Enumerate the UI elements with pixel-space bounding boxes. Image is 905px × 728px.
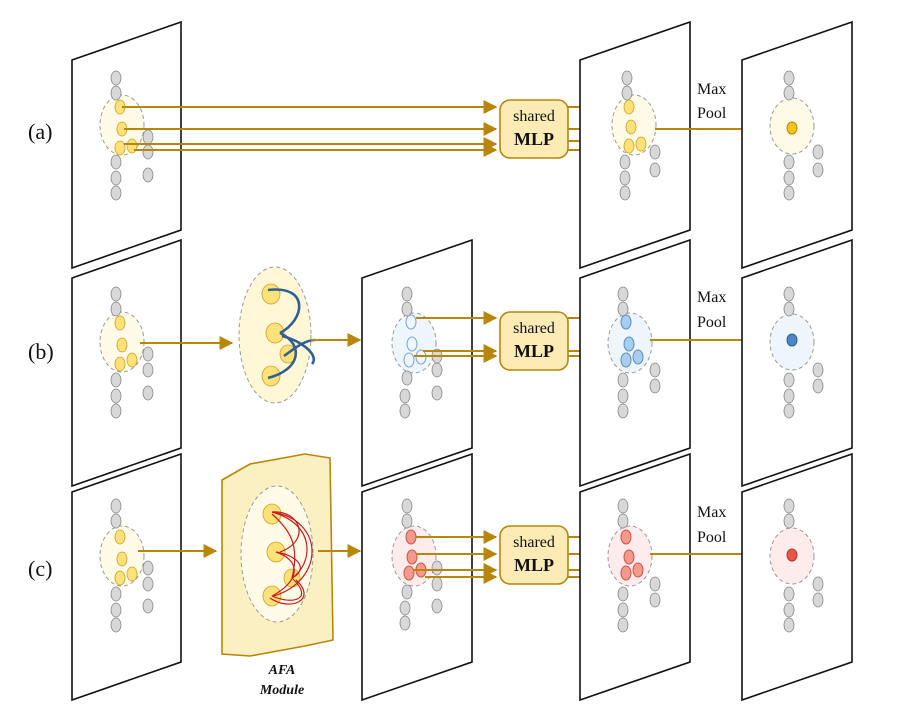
afa-label-line1: AFA — [268, 663, 296, 678]
max-pool-label-line2-c: Pool — [697, 529, 727, 546]
neighbor-panel-c — [361, 452, 473, 702]
mlp-label-line2: MLP — [514, 129, 554, 149]
mlp-box-a: shared MLP — [499, 99, 569, 159]
feature-panel-c — [579, 452, 691, 702]
mlp-label-line1: shared — [513, 108, 555, 125]
input-panel-b — [71, 238, 182, 488]
arrows-to-mlp-c — [413, 530, 498, 584]
output-panel-a — [741, 20, 853, 270]
row-b: shared MLP — [71, 238, 853, 488]
row-label-c: (c) — [28, 556, 52, 581]
afa-label-line2: Module — [259, 683, 304, 698]
feature-panel-b — [579, 238, 691, 488]
feature-panel-a — [579, 20, 691, 270]
mlp-label-line1: shared — [513, 320, 555, 337]
arrows-to-mlp-a — [122, 100, 498, 157]
arrows-to-mlp-b — [414, 311, 498, 363]
max-pool-label-line1-b: Max — [697, 289, 726, 306]
max-pool-label-line2-a: Pool — [697, 105, 727, 122]
mlp-label-line2: MLP — [514, 555, 554, 575]
mlp-label-line2: MLP — [514, 341, 554, 361]
input-panel-c — [71, 452, 182, 702]
max-pool-label-line2-b: Pool — [697, 314, 727, 331]
relation-curves-red — [269, 511, 313, 605]
mlp-label-line1: shared — [513, 534, 555, 551]
row-label-b: (b) — [28, 339, 54, 364]
mlp-box-c: shared MLP — [499, 525, 569, 585]
row-c: AFA Module — [71, 452, 853, 702]
output-panel-c — [741, 452, 853, 702]
neighbor-panel-b — [361, 238, 473, 488]
max-pool-label-line1-a: Max — [697, 81, 726, 98]
mlp-box-b: shared MLP — [499, 311, 569, 371]
output-panel-b — [741, 238, 853, 488]
afa-module: AFA Module — [221, 453, 334, 698]
row-label-a: (a) — [28, 119, 52, 144]
row-a: shared MLP — [71, 20, 853, 270]
max-pool-label-line1-c: Max — [697, 504, 726, 521]
grouping-b — [238, 266, 316, 404]
